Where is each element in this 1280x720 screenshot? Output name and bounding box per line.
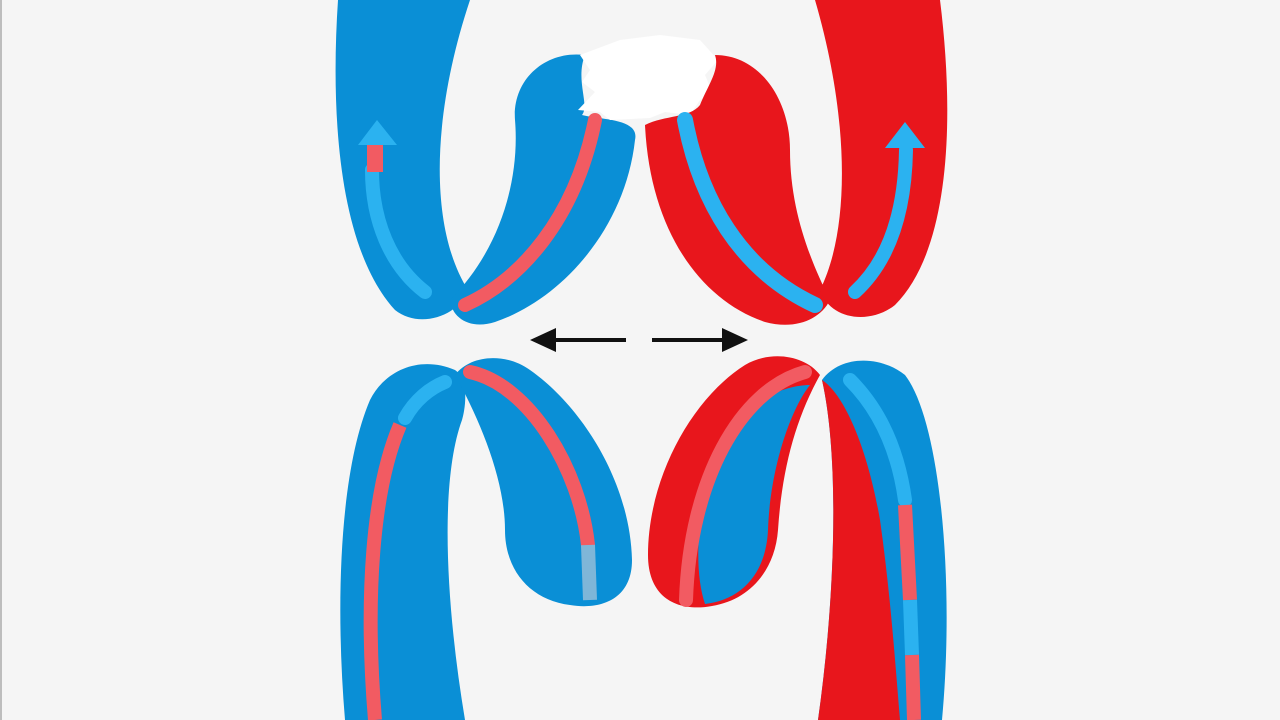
bottom-right-inner-red-band — [679, 365, 812, 607]
top-left-outer-band — [365, 163, 432, 299]
bottom-right-outer-blue-segment — [903, 599, 919, 656]
bottom-right-outer-blue-band — [843, 373, 912, 507]
bottom-right-outer-red-bottom — [905, 654, 921, 720]
top-left-arrow-up-icon — [358, 120, 397, 145]
top-center-break — [578, 35, 718, 120]
top-right-arrow-up-icon — [885, 122, 925, 148]
bottom-left-inner-hook — [455, 358, 632, 607]
bottom-left-outer-blue-cap — [398, 375, 452, 425]
left-edge-line — [0, 0, 2, 720]
bottom-left-inner-pale-tip — [581, 544, 597, 601]
top-left-outer-arc — [335, 0, 470, 320]
bottom-right-outer-red-portion — [818, 380, 900, 720]
top-right-outer-arc — [815, 0, 948, 317]
bottom-left-inner-red-band — [463, 365, 595, 552]
bottom-right-outer-red-band — [898, 504, 917, 601]
top-right-inner-blue-band — [677, 112, 823, 313]
double-arrow-icon — [530, 328, 748, 352]
bottom-left-outer-red-band — [363, 422, 407, 720]
top-left-inner-red-band — [458, 113, 602, 312]
top-right-outer-band — [848, 143, 913, 299]
